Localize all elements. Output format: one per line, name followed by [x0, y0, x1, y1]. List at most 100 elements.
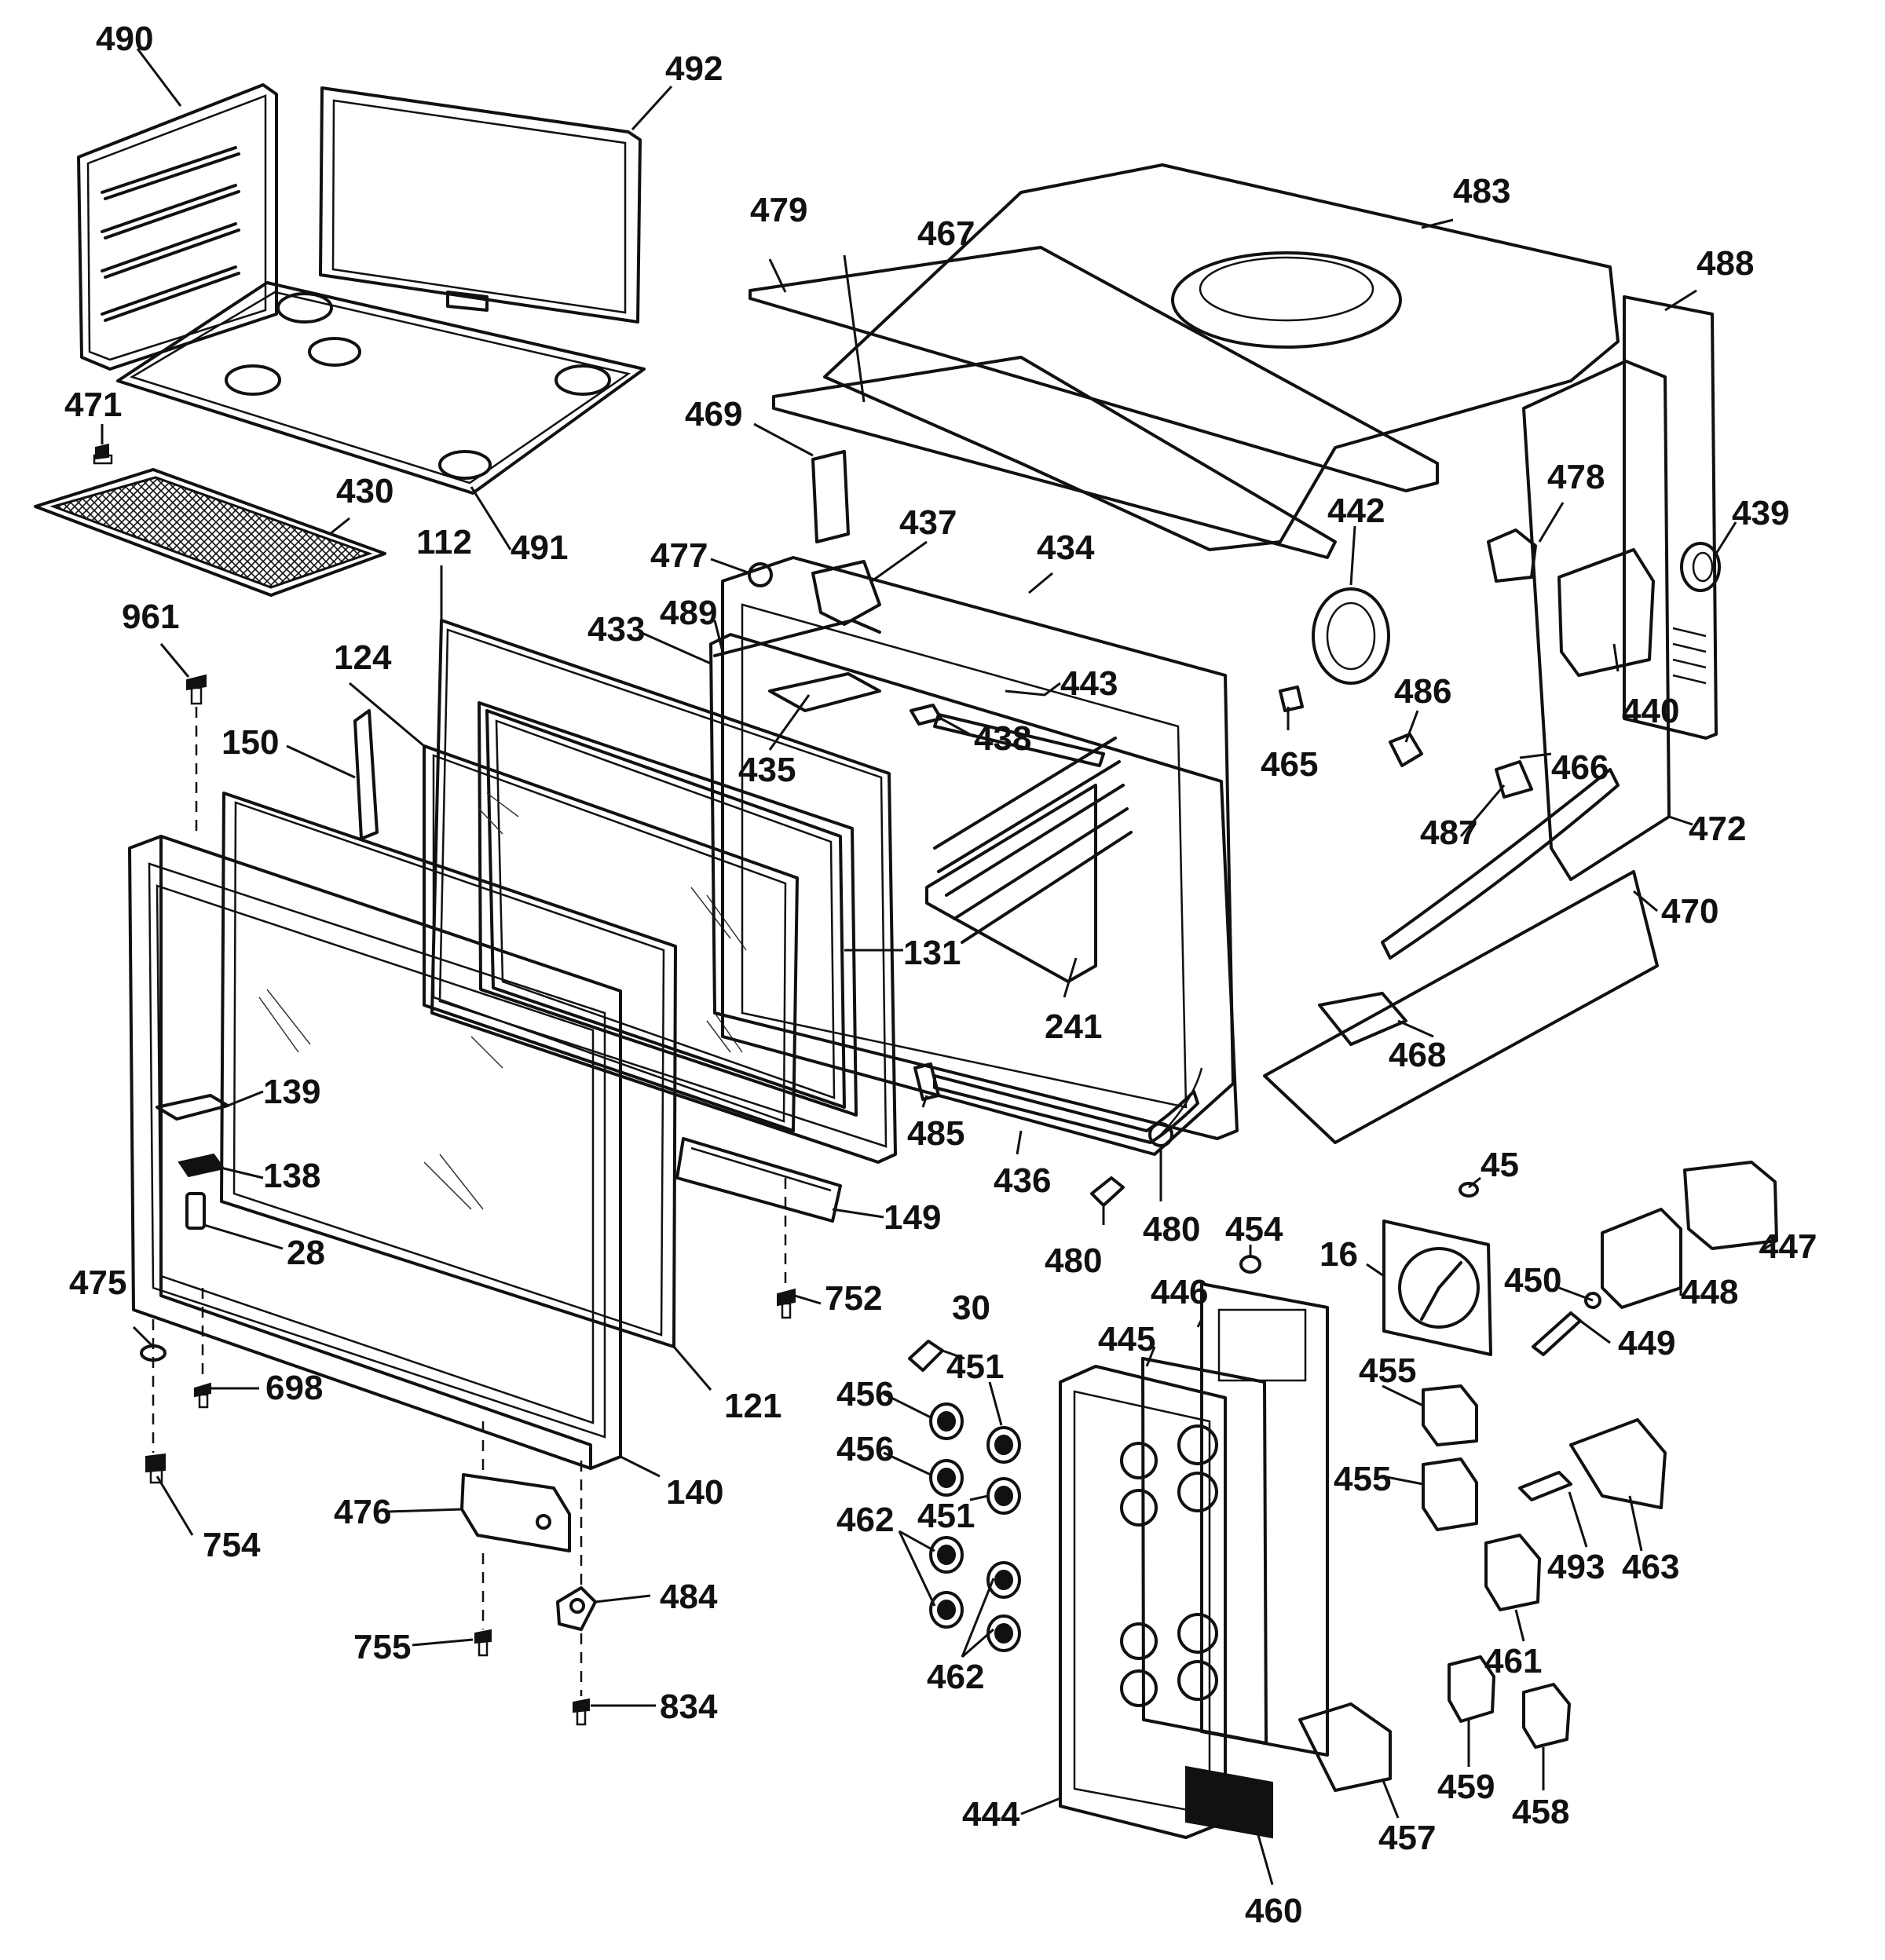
part-698-screw: [194, 1382, 211, 1409]
label-489: 489: [660, 594, 717, 632]
part-463-bracket: [1569, 1418, 1667, 1509]
label-450: 450: [1504, 1261, 1561, 1300]
part-150-hinge-bar: [353, 709, 379, 840]
part-455-switch-lower: [1422, 1457, 1478, 1531]
part-462-knob: [929, 1536, 964, 1629]
part-241-oven-rack: [925, 784, 1097, 983]
part-30-bulb: [908, 1340, 944, 1372]
label-455-upper: 455: [1359, 1351, 1416, 1390]
label-472: 472: [1689, 810, 1746, 848]
part-451-knob-2: [986, 1477, 1021, 1515]
label-438: 438: [974, 719, 1031, 758]
label-138: 138: [263, 1157, 320, 1195]
label-479: 479: [750, 191, 807, 229]
label-439: 439: [1732, 494, 1789, 532]
part-28-latch: [185, 1192, 206, 1230]
label-471: 471: [64, 386, 122, 424]
label-483: 483: [1453, 172, 1510, 210]
label-469: 469: [685, 395, 742, 433]
label-462-lower: 462: [927, 1658, 984, 1696]
label-436: 436: [994, 1161, 1051, 1200]
part-445-faceplate: [1141, 1357, 1268, 1745]
part-438-clip: [910, 704, 942, 726]
label-30: 30: [952, 1289, 990, 1327]
part-961-screw: [186, 674, 207, 705]
label-435: 435: [738, 751, 796, 789]
part-459-rocker-switch: [1448, 1655, 1495, 1723]
label-430: 430: [336, 472, 393, 510]
label-458: 458: [1512, 1793, 1569, 1831]
part-439-knob: [1680, 542, 1721, 592]
label-454: 454: [1225, 1210, 1283, 1249]
part-456-knob-2: [929, 1459, 964, 1497]
part-149-hinge-rail: [675, 1137, 842, 1223]
part-138-vent: [178, 1153, 225, 1178]
part-471-screw: [93, 443, 113, 465]
label-456-upper: 456: [836, 1375, 894, 1413]
part-448-bracket: [1601, 1208, 1682, 1309]
part-488-back-panel: [1623, 295, 1718, 740]
label-434: 434: [1037, 528, 1095, 567]
label-447: 447: [1759, 1227, 1817, 1266]
part-440-control-box: [1557, 548, 1655, 677]
part-490-rack-side-panel: [77, 83, 278, 371]
label-477: 477: [650, 536, 708, 575]
label-456-lower: 456: [836, 1430, 894, 1468]
label-457: 457: [1378, 1819, 1436, 1857]
part-489-gasket-strip: [713, 619, 881, 657]
label-149: 149: [884, 1198, 941, 1237]
part-124-door-glass: [423, 744, 799, 1132]
part-457-bracket: [1298, 1702, 1392, 1792]
part-443-element-bar: [933, 713, 1105, 767]
label-486: 486: [1394, 672, 1451, 711]
label-121: 121: [724, 1387, 781, 1425]
label-467: 467: [917, 214, 975, 253]
label-437: 437: [899, 503, 957, 542]
label-462-upper: 462: [836, 1501, 894, 1539]
label-124: 124: [334, 638, 392, 677]
label-480-probe: 480: [1045, 1241, 1102, 1280]
label-16: 16: [1320, 1235, 1358, 1274]
label-444: 444: [962, 1795, 1020, 1834]
part-493-probe-wire: [1518, 1471, 1572, 1501]
part-754-screw: [145, 1453, 166, 1484]
part-461-switch: [1484, 1534, 1541, 1611]
label-466: 466: [1551, 748, 1609, 787]
label-455-lower: 455: [1334, 1460, 1391, 1498]
part-435-element: [768, 672, 881, 712]
label-442: 442: [1327, 492, 1385, 530]
label-493: 493: [1547, 1548, 1605, 1586]
part-45-cap: [1459, 1182, 1479, 1198]
label-446: 446: [1151, 1273, 1208, 1311]
part-16-clock: [1382, 1220, 1492, 1356]
part-487-switch: [1495, 760, 1533, 799]
label-484: 484: [660, 1578, 718, 1616]
part-467-top-strip: [772, 356, 1337, 559]
label-139: 139: [263, 1073, 320, 1111]
label-448: 448: [1681, 1273, 1738, 1311]
part-834-screw: [573, 1698, 590, 1726]
label-460: 460: [1245, 1892, 1302, 1930]
label-241: 241: [1045, 1007, 1102, 1046]
label-45: 45: [1481, 1146, 1519, 1184]
label-28: 28: [287, 1234, 325, 1272]
label-140: 140: [666, 1473, 723, 1512]
label-752: 752: [825, 1279, 882, 1318]
part-436-heating-element: [933, 1074, 1199, 1144]
part-492-door-frame: [319, 86, 642, 324]
label-451-lower: 451: [917, 1497, 975, 1535]
label-440: 440: [1622, 692, 1679, 730]
label-478: 478: [1547, 458, 1605, 496]
part-442-light-housing: [1312, 587, 1390, 685]
label-480-lower: 480: [1143, 1210, 1200, 1249]
part-469-bracket: [811, 450, 850, 543]
label-490: 490: [96, 20, 153, 58]
part-430-mesh-filter: [34, 468, 386, 597]
label-445: 445: [1098, 1320, 1155, 1358]
label-492: 492: [665, 49, 723, 88]
label-443: 443: [1060, 664, 1118, 703]
part-486-lamp: [1389, 733, 1423, 767]
label-433: 433: [587, 610, 645, 649]
leader-lines: [101, 48, 1777, 1885]
